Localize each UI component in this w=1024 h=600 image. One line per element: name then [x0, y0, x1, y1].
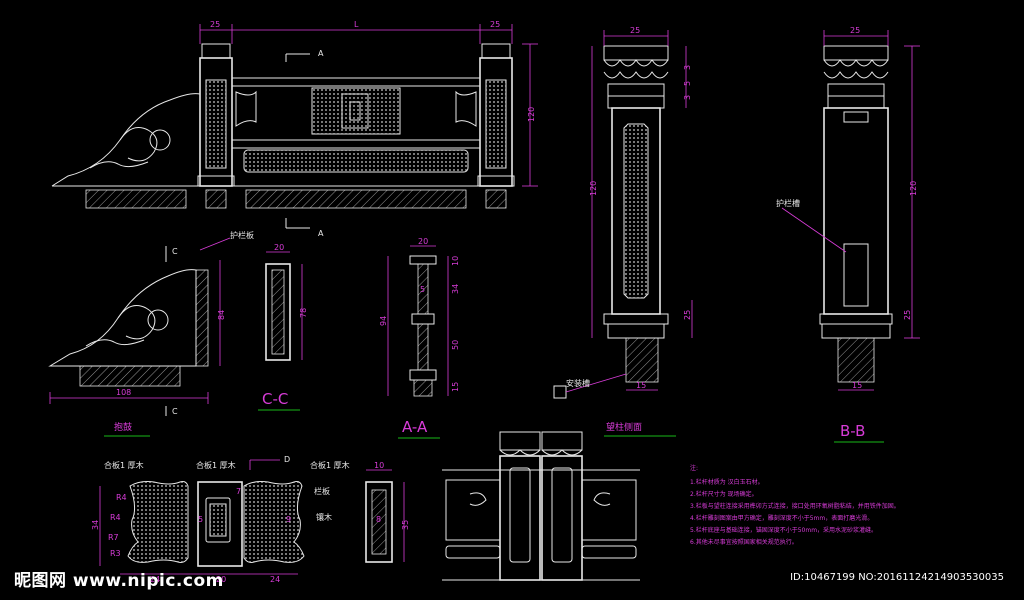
cut-mark-d-top: D: [284, 455, 290, 464]
post-front-view: [553, 45, 669, 399]
post-side-dim-15: 15: [852, 381, 862, 390]
note-line-4: 4.栏杆雕刻图案由甲方确定，雕刻深度不小于5mm，表面打磨光滑。: [690, 514, 873, 522]
leader-panel-2: 合板1 厚木: [196, 460, 236, 470]
cut-mark-a-bottom: A: [318, 229, 324, 238]
aa-dim-50: 50: [451, 340, 460, 350]
title-end-block: 抱鼓: [114, 421, 132, 433]
post-front-dim-25-base: 25: [683, 310, 692, 320]
cut-mark-a-top: A: [318, 49, 324, 58]
post-pair-detail: [442, 431, 640, 581]
post-side-dim-25-base: 25: [903, 310, 912, 320]
post-front-dimensions: [591, 30, 693, 391]
post-side-dim-25: 25: [850, 26, 860, 35]
leader-install-slot: 安装槽: [566, 378, 590, 388]
cc-dim-78: 78: [299, 308, 308, 318]
title-aa: A-A: [402, 418, 428, 436]
post-side-dim-120: 120: [909, 181, 918, 196]
notes-title: 注:: [690, 464, 698, 472]
note-line-2: 2.栏杆尺寸为 现场确定。: [690, 490, 758, 498]
end-block-dimensions: [49, 237, 231, 404]
leader-panel-5: 镶木: [316, 512, 332, 522]
leader-panel-1: 合板1 厚木: [104, 460, 144, 470]
post-side-dimensions: [823, 30, 920, 391]
panel-d-r4-a: R4: [116, 493, 127, 502]
dim-25-left: 25: [210, 20, 220, 29]
elevation-dimensions: [199, 24, 538, 187]
panel-d-r3: R3: [110, 549, 121, 558]
panel-d-dim-7: 7: [236, 487, 241, 496]
dim-L: L: [354, 20, 359, 29]
panel-d-dim-34: 34: [91, 520, 100, 530]
cc-section: [265, 251, 303, 361]
leader-rail-slot: 护栏槽: [776, 198, 800, 208]
dim-120-elev: 120: [527, 107, 536, 122]
panel-d-r7: R7: [108, 533, 119, 542]
title-bb: B-B: [840, 422, 865, 440]
post-front-dim-small-3: 3: [683, 95, 692, 100]
small-section: [365, 469, 405, 563]
panel-d-dim-24-right: 24: [270, 575, 280, 584]
watermark-right: ID:10467199 NO:20161124214903530035: [790, 572, 1004, 583]
aa-dim-5: 5: [420, 285, 425, 294]
post-front-dim-small-2: 5: [683, 81, 692, 86]
leader-panel-3: 合板1 厚木: [310, 460, 350, 470]
leader-panel-4: 栏板: [314, 486, 330, 496]
notes-block: 注: 1.栏杆材质为 汉白玉石材。 2.栏杆尺寸为 现场确定。 3.栏板与望柱连…: [690, 464, 900, 546]
title-cc: C-C: [262, 390, 288, 408]
railing-elevation: [51, 43, 515, 229]
note-line-1: 1.栏杆材质为 汉白玉石材。: [690, 478, 764, 486]
section-dim-8: 8: [376, 515, 381, 524]
cut-mark-c-top: C: [172, 247, 178, 256]
watermark-left: 昵图网 www.nipic.com: [14, 571, 224, 591]
aa-dim-15: 15: [451, 382, 460, 392]
note-line-6: 6.其他未尽事宜按照国家相关规范执行。: [690, 538, 798, 546]
dim-25-right: 25: [490, 20, 500, 29]
post-side-view: [781, 45, 893, 383]
cc-dim-20: 20: [274, 243, 284, 252]
aa-dim-34: 34: [451, 284, 460, 294]
end-block-dim-84: 84: [217, 310, 226, 320]
cut-mark-c-bottom: C: [172, 407, 178, 416]
section-dim-35: 35: [401, 520, 410, 530]
panel-d-view: [99, 459, 305, 575]
aa-dim-20: 20: [418, 237, 428, 246]
post-front-dim-small-1: 3: [683, 65, 692, 70]
aa-section: [387, 245, 449, 397]
post-front-dim-25: 25: [630, 26, 640, 35]
post-front-dim-15: 15: [636, 381, 646, 390]
section-dim-10: 10: [374, 461, 384, 470]
note-line-5: 5.栏杆底座与基础连接，锚固深度不小于50mm，采用水泥砂浆灌缝。: [690, 526, 877, 534]
aa-dim-94: 94: [379, 316, 388, 326]
aa-dim-10: 10: [451, 256, 460, 266]
leader-guard-panel: 护栏板: [230, 230, 254, 240]
panel-d-dim-20: 20: [216, 575, 226, 584]
end-block-view: [48, 246, 209, 416]
panel-d-dim-9: 9: [286, 515, 291, 524]
panel-d-dim-5: 5: [198, 515, 203, 524]
end-block-dim-108: 108: [116, 388, 131, 397]
note-line-3: 3.栏板与望柱连接采用榫卯方式连接，接口处用环氧树脂粘结，并用铁件加固。: [690, 502, 900, 510]
panel-d-dim-24-left: 24: [150, 575, 160, 584]
title-post-front: 望柱侧面: [606, 421, 642, 433]
post-front-dim-120: 120: [589, 181, 598, 196]
panel-d-r4-b: R4: [110, 513, 121, 522]
